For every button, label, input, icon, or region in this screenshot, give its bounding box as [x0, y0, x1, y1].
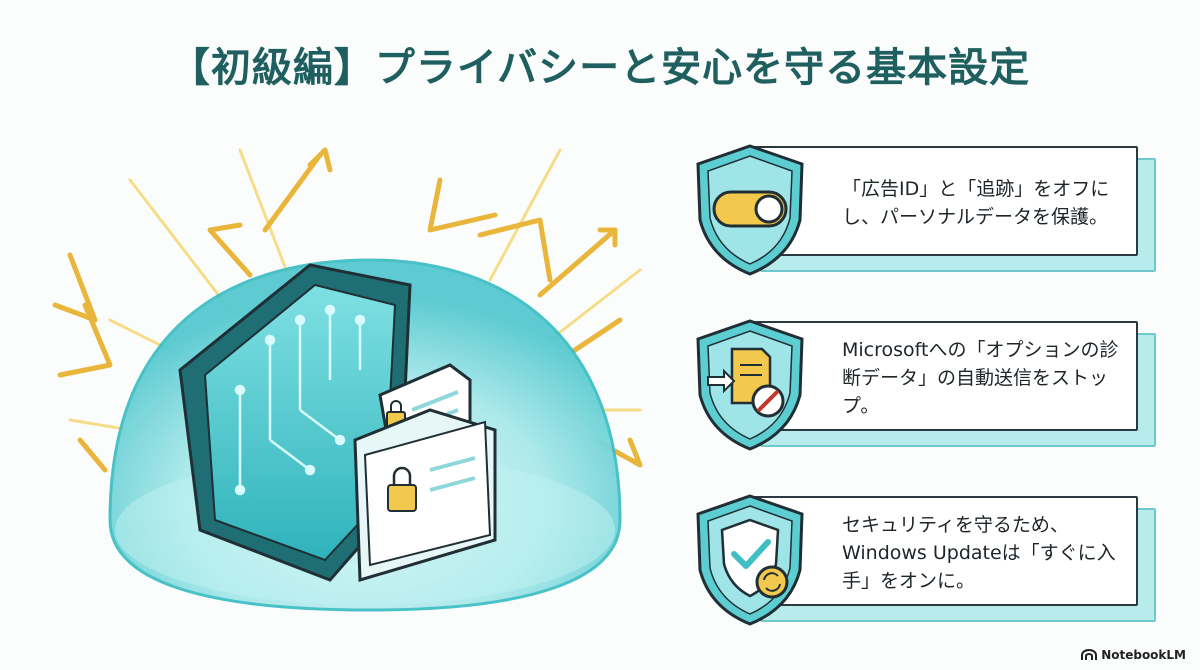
no-send-document-icon	[696, 319, 804, 451]
card-windows-update: セキュリティを守るため、Windows Updateは「すぐに入手」をオンに。	[690, 490, 1160, 626]
locked-folder-icon	[353, 363, 497, 582]
toggle-switch-icon	[696, 144, 804, 276]
card-diagnostic-data: Microsoftへの「オプションの診断データ」の自動送信をストップ。	[690, 315, 1160, 451]
card-ad-id: 「広告ID」と「追跡」をオフにし、パーソナルデータを保護。	[690, 140, 1160, 276]
ray-burst	[68, 148, 642, 432]
card-text: セキュリティを守るため、Windows Updateは「すぐに入手」をオンに。	[842, 514, 1116, 592]
circuit-shield-icon	[178, 263, 412, 582]
card-text: 「広告ID」と「追跡」をオフにし、パーソナルデータを保護。	[842, 178, 1110, 228]
shield-check-update-icon	[696, 494, 804, 626]
page-title: 【初級編】プライバシーと安心を守る基本設定	[169, 45, 1031, 91]
brand-mark: NotebookLM	[1081, 648, 1186, 662]
notebooklm-logo-icon	[1081, 649, 1098, 660]
card-text: Microsoftへの「オプションの診断データ」の自動送信をストップ。	[842, 339, 1119, 417]
hero-illustration	[52, 147, 643, 612]
brand-label: NotebookLM	[1101, 648, 1186, 662]
